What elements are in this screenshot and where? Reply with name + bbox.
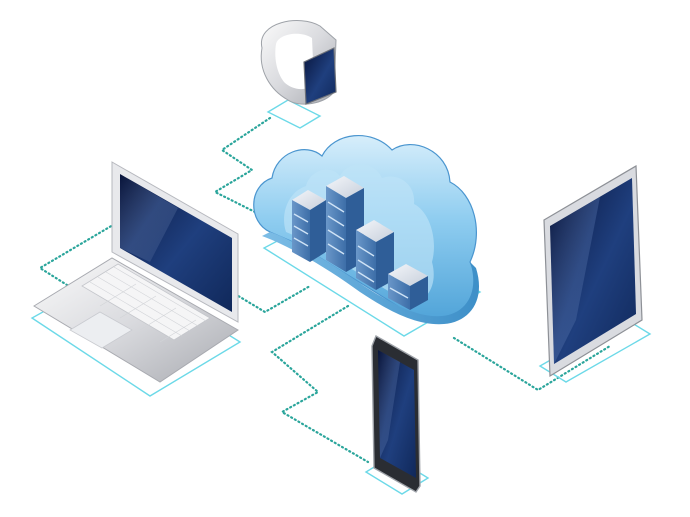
keyboard-keys <box>89 266 207 343</box>
smartwatch <box>260 20 337 105</box>
laptop <box>33 161 239 383</box>
server-stack-3 <box>356 220 394 290</box>
pad-watch <box>266 99 322 129</box>
connector-tablet <box>452 336 612 392</box>
cloud-hub <box>253 135 480 325</box>
server-stack-4 <box>388 264 428 310</box>
connector-laptop <box>37 220 312 314</box>
tablet <box>543 164 643 378</box>
connector-phone <box>270 304 370 464</box>
cloud-front-rim <box>262 232 480 325</box>
laptop-trackpad <box>69 311 133 349</box>
server-stack-1 <box>292 190 326 262</box>
watch-face <box>303 47 337 105</box>
connector-watch <box>212 116 272 214</box>
laptop-base <box>33 257 239 383</box>
connector-lines <box>37 116 612 464</box>
smartphone <box>371 334 421 493</box>
